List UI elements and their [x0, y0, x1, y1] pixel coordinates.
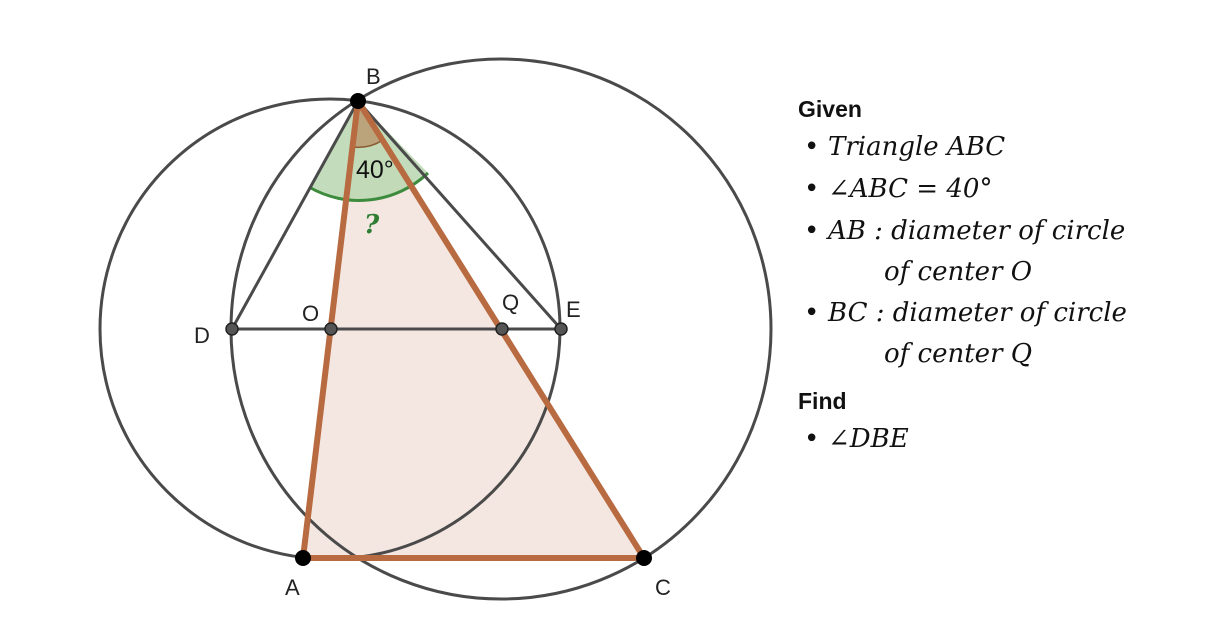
- given-item-text: ∠ABC = 40°: [828, 174, 993, 204]
- bullet: •: [804, 174, 820, 204]
- given-item: • Triangle ABC: [798, 126, 1208, 168]
- given-item-text: BC : diameter of circle: [828, 298, 1127, 328]
- geometry-diagram: A B C D E O Q 40° ?: [98, 57, 773, 601]
- label-b: B: [366, 64, 381, 89]
- given-item: • ∠ABC = 40°: [798, 168, 1208, 210]
- find-item-text: ∠DBE: [828, 424, 909, 454]
- given-item-continuation: of center Q: [884, 339, 1033, 369]
- given-item: • BC : diameter of circle of center Q: [798, 292, 1208, 374]
- point-o[interactable]: [324, 322, 338, 336]
- angle-dbe-sector: [309, 101, 428, 201]
- given-item: • AB : diameter of circle of center O: [798, 210, 1208, 292]
- label-c: C: [655, 575, 671, 600]
- find-heading: Find: [798, 388, 847, 414]
- point-b[interactable]: [350, 93, 366, 109]
- point-e[interactable]: [554, 322, 568, 336]
- label-d: D: [194, 323, 210, 348]
- given-item-text: Triangle ABC: [828, 132, 1006, 162]
- problem-panel: Given • Triangle ABC • ∠ABC = 40° • AB : di…: [798, 92, 1208, 470]
- label-a: A: [285, 575, 300, 600]
- angle-abc-label: 40°: [356, 156, 394, 184]
- find-list: • ∠DBE: [798, 418, 1208, 460]
- given-item-text: AB : diameter of circle: [828, 216, 1126, 246]
- segment-bd: [230, 100, 360, 330]
- bullet: •: [804, 298, 820, 328]
- segment-be: [356, 100, 563, 330]
- bullet: •: [804, 424, 820, 454]
- find-item: • ∠DBE: [798, 418, 1208, 460]
- label-e: E: [566, 297, 581, 322]
- given-list: • Triangle ABC • ∠ABC = 40° • AB : diameter…: [798, 126, 1208, 374]
- label-q: Q: [502, 290, 519, 315]
- bullet: •: [804, 216, 820, 246]
- bullet: •: [804, 132, 820, 162]
- point-q[interactable]: [495, 322, 509, 336]
- point-c[interactable]: [636, 550, 652, 566]
- angle-dbe-arc: [308, 171, 430, 202]
- given-heading: Given: [798, 96, 862, 122]
- point-a[interactable]: [295, 550, 311, 566]
- given-item-continuation: of center O: [884, 257, 1033, 287]
- label-o: O: [302, 301, 319, 326]
- angle-dbe-unknown: ?: [364, 210, 380, 240]
- point-d[interactable]: [225, 322, 239, 336]
